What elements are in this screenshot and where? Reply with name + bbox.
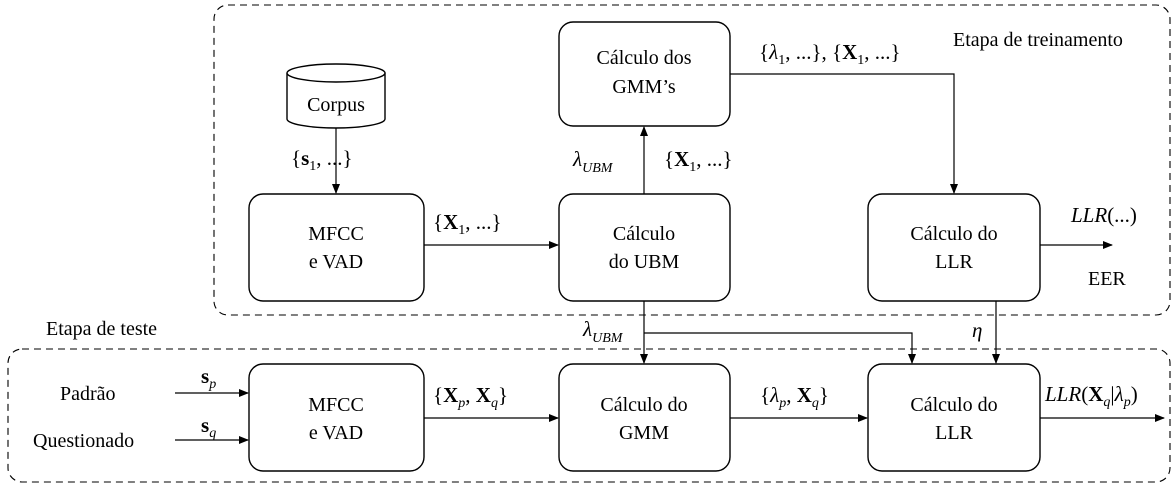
mfcc-test-line1: MFCC <box>308 394 364 416</box>
label-s-set: {s1, ...} <box>291 146 353 174</box>
label-x-set-train: {X1, ...} <box>433 210 502 238</box>
corpus-label: Corpus <box>307 94 365 116</box>
test-stage-label: Etapa de teste <box>46 318 157 340</box>
test-stage-region <box>7 348 1171 483</box>
training-stage-label: Etapa de treinamento <box>953 29 1123 51</box>
llr-train-line2: LLR <box>935 251 973 273</box>
gmm-test-line1: Cálculo do <box>600 394 687 416</box>
ubm-box: Cálculo do UBM <box>558 193 731 302</box>
label-questionado: Questionado <box>33 430 134 452</box>
label-x-set-up: {X1, ...} <box>664 147 733 175</box>
gmms-box: Cálculo dos GMM’s <box>558 21 731 127</box>
mfcc-vad-train-box: MFCC e VAD <box>248 193 425 302</box>
label-xp-xq: {Xp, Xq} <box>433 383 508 411</box>
gmm-test-box: Cálculo do GMM <box>558 363 731 472</box>
llr-test-line2: LLR <box>935 422 973 444</box>
label-lambda-ubm-up: λUBM <box>572 147 614 176</box>
gmm-test-line2: GMM <box>619 422 669 444</box>
mfcc-train-line2: e VAD <box>309 251 363 273</box>
llr-train-box: Cálculo do LLR <box>867 193 1041 302</box>
corpus-database: Corpus <box>286 63 386 129</box>
gmms-line2: GMM’s <box>612 76 676 98</box>
label-padrao: Padrão <box>60 383 116 405</box>
mfcc-vad-test-box: MFCC e VAD <box>248 363 425 472</box>
mfcc-test-line2: e VAD <box>309 422 363 444</box>
edge-gmms-llr <box>730 73 958 194</box>
label-s-p: sp <box>201 364 216 392</box>
label-eer: EER <box>1088 268 1126 290</box>
llr-train-line1: Cálculo do <box>910 223 997 245</box>
ubm-line2: do UBM <box>609 251 680 273</box>
ubm-line1: Cálculo <box>613 223 675 245</box>
gmms-line1: Cálculo dos <box>597 47 692 69</box>
edge-ubm-llr-test <box>644 332 916 364</box>
label-llr-final: LLR(Xq|λp) <box>1044 382 1138 410</box>
label-llr-dots: LLR(...) <box>1070 203 1137 227</box>
llr-test-line1: Cálculo do <box>910 394 997 416</box>
label-s-q: sq <box>201 413 216 441</box>
mfcc-train-line1: MFCC <box>308 223 364 245</box>
label-lambda-x-sets: {λ1, ...}, {X1, ...} <box>759 40 901 68</box>
label-eta: η <box>972 318 982 342</box>
label-lambdap-xq: {λp, Xq} <box>760 383 829 411</box>
training-stage-region <box>213 4 1171 316</box>
llr-test-box: Cálculo do LLR <box>867 363 1041 472</box>
label-lambda-ubm-down: λUBM <box>582 317 624 346</box>
